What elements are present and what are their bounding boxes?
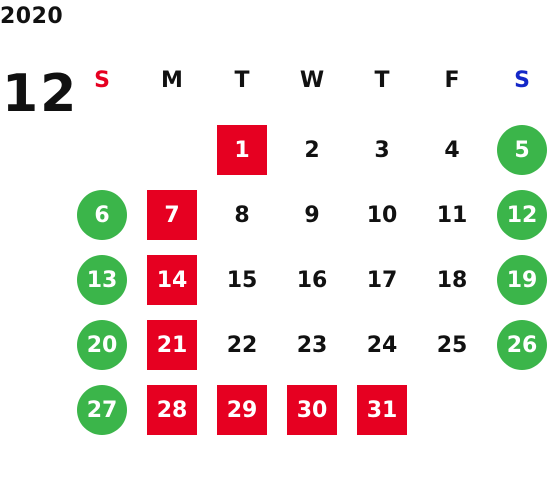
calendar-day-8[interactable]: 8 <box>234 202 250 228</box>
calendar-day-2[interactable]: 2 <box>304 137 320 163</box>
calendar-day-31[interactable]: 31 <box>357 385 407 435</box>
calendar-day-23[interactable]: 23 <box>296 332 328 358</box>
calendar-day-15[interactable]: 15 <box>226 267 258 293</box>
calendar-day-29[interactable]: 29 <box>217 385 267 435</box>
calendar-day-4[interactable]: 4 <box>444 137 460 163</box>
calendar-day-12[interactable]: 12 <box>497 190 547 240</box>
calendar-day-5[interactable]: 5 <box>497 125 547 175</box>
weekday-header-sun: S <box>94 68 110 93</box>
calendar-day-19[interactable]: 19 <box>497 255 547 305</box>
calendar-day-30[interactable]: 30 <box>287 385 337 435</box>
calendar-day-17[interactable]: 17 <box>366 267 398 293</box>
weekday-header-fri: F <box>444 68 460 93</box>
year-label: 2020 <box>0 4 64 29</box>
weekday-header-mon: M <box>161 68 183 93</box>
calendar-day-27[interactable]: 27 <box>77 385 127 435</box>
calendar-day-6[interactable]: 6 <box>77 190 127 240</box>
calendar-day-18[interactable]: 18 <box>436 267 468 293</box>
weekday-header-tue: T <box>234 68 250 93</box>
calendar-day-1[interactable]: 1 <box>217 125 267 175</box>
calendar-day-3[interactable]: 3 <box>374 137 390 163</box>
calendar-day-22[interactable]: 22 <box>226 332 258 358</box>
calendar-day-11[interactable]: 11 <box>436 202 468 228</box>
weekday-header-sat: S <box>514 68 530 93</box>
calendar-day-14[interactable]: 14 <box>147 255 197 305</box>
calendar-day-10[interactable]: 10 <box>366 202 398 228</box>
calendar-day-25[interactable]: 25 <box>436 332 468 358</box>
weekday-header-wed: W <box>299 68 325 93</box>
weekday-header-thu: T <box>374 68 390 93</box>
calendar-day-13[interactable]: 13 <box>77 255 127 305</box>
calendar-day-7[interactable]: 7 <box>147 190 197 240</box>
calendar-day-26[interactable]: 26 <box>497 320 547 370</box>
calendar-day-21[interactable]: 21 <box>147 320 197 370</box>
calendar-day-24[interactable]: 24 <box>366 332 398 358</box>
calendar-day-28[interactable]: 28 <box>147 385 197 435</box>
calendar-day-16[interactable]: 16 <box>296 267 328 293</box>
calendar-day-20[interactable]: 20 <box>77 320 127 370</box>
calendar-day-9[interactable]: 9 <box>304 202 320 228</box>
month-number: 12 <box>2 64 79 124</box>
